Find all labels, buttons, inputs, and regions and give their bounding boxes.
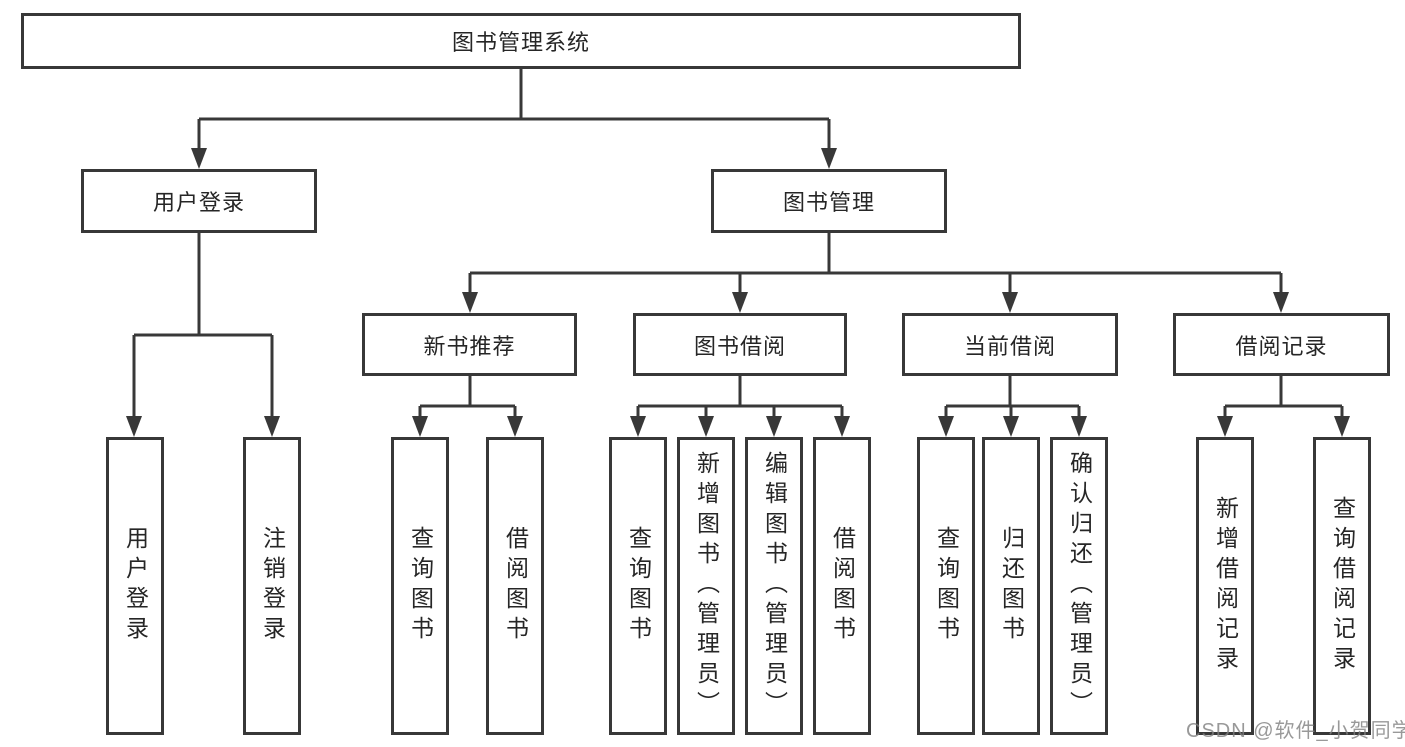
- leaf-borrowing-add-book-admin: 新增图书（管理员）: [677, 437, 735, 735]
- leaf-logout: 注销登录: [243, 437, 301, 735]
- node-user-login: 用户登录: [81, 169, 317, 233]
- leaf-records-query-record: 查询借阅记录: [1313, 437, 1371, 735]
- leaf-records-add-record: 新增借阅记录: [1196, 437, 1254, 735]
- connector-root-to-level2: [197, 69, 831, 150]
- leaf-current-confirm-return-admin: 确认归还（管理员）: [1050, 437, 1108, 735]
- leaf-borrowing-edit-book-admin: 编辑图书（管理员）: [745, 437, 803, 735]
- leaf-current-query-book: 查询图书: [917, 437, 975, 735]
- node-new-book-recommend: 新书推荐: [362, 313, 577, 376]
- leaf-borrowing-borrow-book: 借阅图书: [813, 437, 871, 735]
- leaf-user-login: 用户登录: [106, 437, 164, 735]
- leaf-borrowing-query-book: 查询图书: [609, 437, 667, 735]
- node-borrowing-records: 借阅记录: [1173, 313, 1390, 376]
- leaf-recommend-borrow-book: 借阅图书: [486, 437, 544, 735]
- node-book-management: 图书管理: [711, 169, 947, 233]
- node-current-borrowing: 当前借阅: [902, 313, 1118, 376]
- node-root-library-system: 图书管理系统: [21, 13, 1021, 69]
- leaf-recommend-query-book: 查询图书: [391, 437, 449, 735]
- leaf-current-return-book: 归还图书: [982, 437, 1040, 735]
- arrowheads: [126, 148, 1350, 437]
- node-book-borrowing: 图书借阅: [633, 313, 847, 376]
- connector-borrowing-to-leaves: [636, 376, 844, 419]
- watermark-text: CSDN @软件_小贺同学: [1186, 720, 1405, 742]
- connector-user-login-to-leaves: [132, 233, 274, 419]
- connector-records-to-leaves: [1223, 376, 1344, 419]
- connector-recommend-to-leaves: [418, 376, 517, 419]
- connector-current-to-leaves: [944, 376, 1081, 419]
- connector-book-management-to-level3: [468, 233, 1283, 294]
